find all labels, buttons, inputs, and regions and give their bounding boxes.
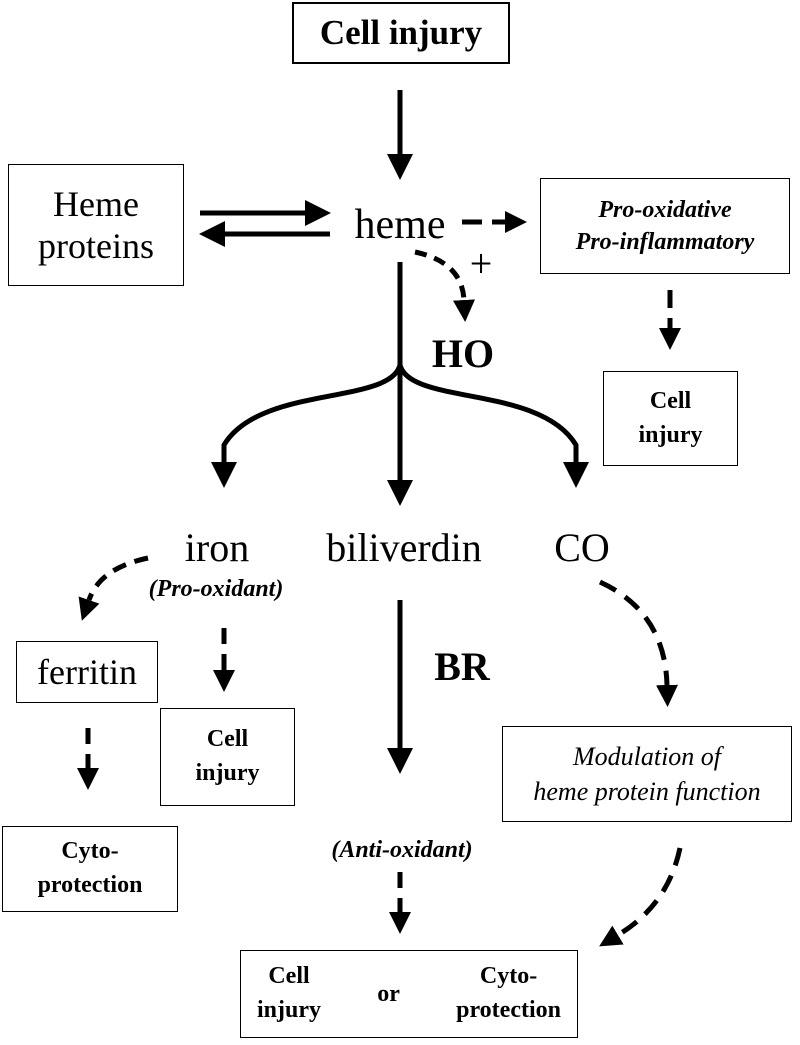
ferritin-label: ferritin	[37, 652, 137, 692]
heme-label: heme	[354, 202, 446, 248]
plus-sign: +	[469, 241, 493, 286]
arrow-ho-to-co	[397, 364, 589, 488]
modulation-label-1: Modulation of	[572, 741, 722, 771]
arrow-ho-to-iron	[211, 364, 403, 488]
cell-injury-right-label-2: injury	[638, 421, 703, 448]
pro-inflammatory-label: Pro-inflammatory	[575, 229, 755, 255]
co-label: CO	[554, 525, 610, 570]
outcome-cytoprotection-label-1: Cyto-	[479, 963, 538, 990]
pro-oxidative-box: Pro-oxidative Pro-inflammatory	[540, 178, 790, 274]
modulation-label-2: heme protein function	[533, 777, 761, 806]
heme-proteins-label-1: Heme	[53, 183, 139, 224]
arrow-iron-to-ferritin	[78, 555, 149, 621]
cell-injury-right-box: Cell injury	[603, 371, 738, 466]
anti-oxidant-label: (Anti-oxidant)	[331, 837, 473, 863]
ho-label: HO	[431, 331, 495, 376]
arrow-heme-to-ho	[414, 249, 475, 322]
cell-injury-mid-label-2: injury	[195, 760, 260, 786]
heme-proteins-label-2: proteins	[38, 226, 154, 266]
cell-injury-top-label: Cell injury	[319, 13, 483, 52]
outcome-cytoprotection-label-2: protection	[456, 997, 561, 1023]
biliverdin-label: biliverdin	[326, 525, 482, 570]
pro-oxidative-label: Pro-oxidative	[598, 196, 732, 223]
arrow-co-to-modulation	[598, 579, 678, 707]
ferritin-box: ferritin	[16, 641, 158, 703]
cytoprotection-left-label-2: protection	[37, 872, 143, 898]
cell-injury-right-label-1: Cell	[649, 387, 692, 414]
modulation-box: Modulation of heme protein function	[502, 726, 792, 822]
outcome-box: Cell injury or Cyto- protection	[240, 950, 578, 1038]
heme-proteins-box: Heme proteins	[8, 164, 184, 286]
cytoprotection-left-label-1: Cyto-	[61, 838, 119, 865]
outcome-cell-injury-label-2: injury	[257, 997, 322, 1023]
cell-injury-top-box: Cell injury	[292, 2, 510, 64]
outcome-cell-injury: Cell injury	[257, 960, 321, 1027]
outcome-or-label: or	[377, 980, 400, 1007]
cell-injury-mid-label-1: Cell	[206, 726, 249, 753]
cell-injury-mid-box: Cell injury	[160, 708, 295, 806]
outcome-cell-injury-label-1: Cell	[268, 963, 310, 990]
outcome-cytoprotection: Cyto- protection	[456, 960, 561, 1027]
cytoprotection-left-box: Cyto- protection	[2, 826, 178, 912]
pro-oxidant-label: (Pro-oxidant)	[148, 576, 284, 602]
br-label: BR	[434, 644, 490, 689]
arrow-modulation-to-bottom	[599, 847, 683, 947]
iron-label: iron	[184, 525, 250, 570]
